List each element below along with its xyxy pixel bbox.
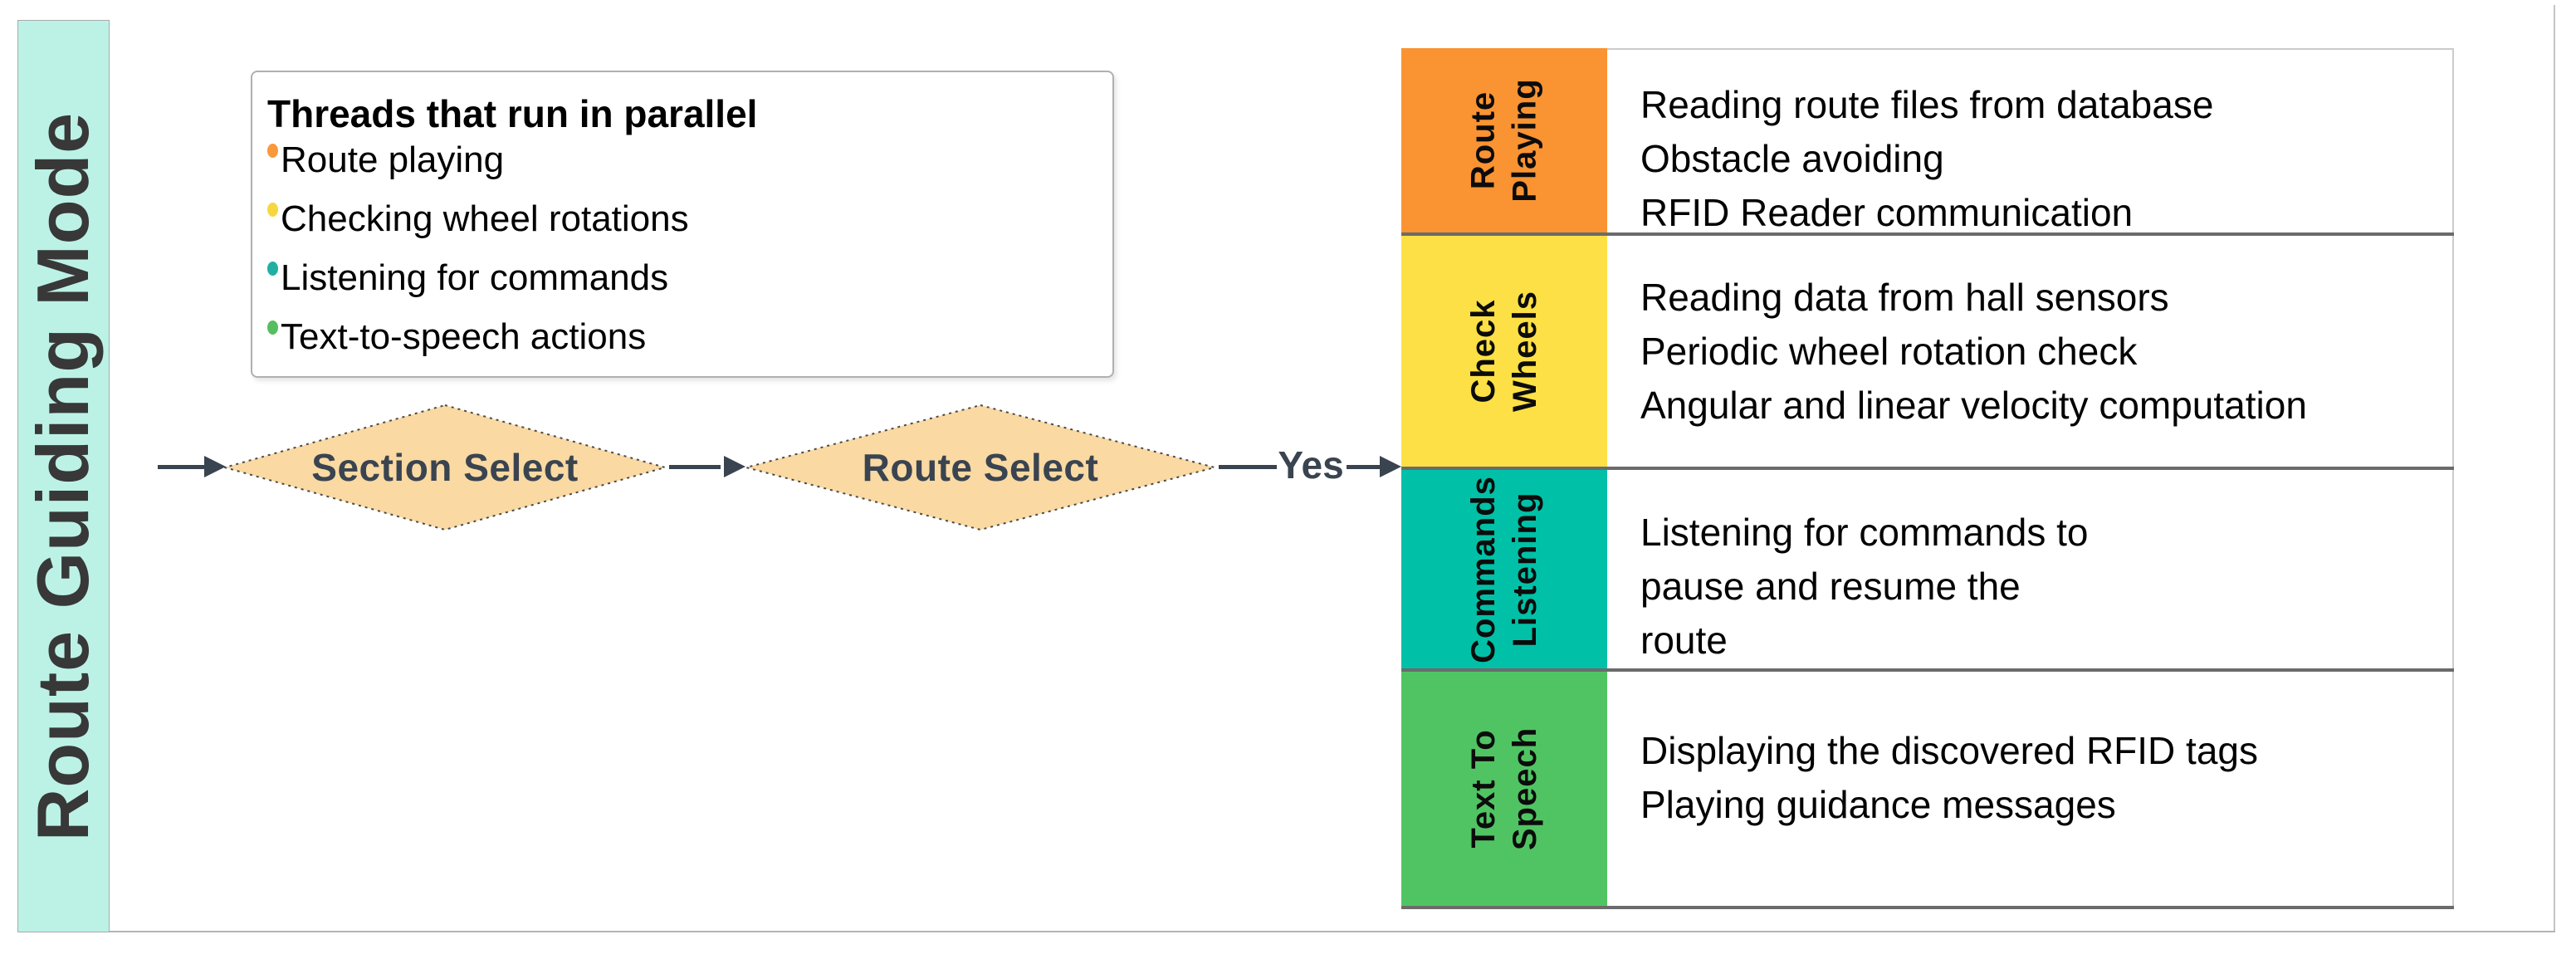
legend-item-label: Route playing xyxy=(281,139,505,180)
thread-header-label: Route xyxy=(1464,91,1502,190)
legend-title: Threads that run in parallel xyxy=(267,92,758,135)
thread-desc-commands-listening: Listening for commands to pause and resu… xyxy=(1607,470,2454,668)
row-separator xyxy=(1401,232,2454,236)
table-top-border xyxy=(1607,48,2454,50)
legend-item-label: Listening for commands xyxy=(281,257,669,298)
desc-line: route xyxy=(1640,619,1728,662)
row-separator xyxy=(1401,668,2454,672)
desc-line: Displaying the discovered RFID tags xyxy=(1640,729,2258,772)
legend-item: Checking wheel rotations xyxy=(267,194,1096,253)
legend-item: Listening for commands xyxy=(267,253,1096,312)
teal-bullet-icon xyxy=(267,262,278,276)
thread-header-label: Check xyxy=(1464,299,1502,404)
arrow-head-icon xyxy=(724,456,745,477)
flow-arrow-line xyxy=(1347,465,1383,469)
mode-title-bar: Route Guiding Mode xyxy=(17,20,110,932)
green-bullet-icon xyxy=(267,320,278,335)
frame-right-border xyxy=(2554,5,2555,932)
desc-line: Playing guidance messages xyxy=(1640,783,2116,826)
thread-header-label: Text To xyxy=(1464,729,1502,849)
desc-line: Reading route files from database xyxy=(1640,82,2214,126)
legend-item-label: Text-to-speech actions xyxy=(281,316,647,357)
thread-header-text-to-speech: Text To Speech xyxy=(1401,672,1607,906)
legend-item: Text-to-speech actions xyxy=(267,312,1096,371)
desc-line: RFID Reader communication xyxy=(1640,190,2134,234)
edge-label-yes: Yes xyxy=(1278,443,1344,487)
decision-node-route-select: Route Select xyxy=(745,404,1215,531)
decision-node-label: Route Select xyxy=(862,446,1099,489)
desc-line: Periodic wheel rotation check xyxy=(1640,329,2138,373)
arrow-head-icon xyxy=(204,456,226,477)
desc-line: Reading data from hall sensors xyxy=(1640,275,2169,319)
orange-bullet-icon xyxy=(267,144,278,158)
thread-desc-route-playing: Reading route files from database Obstac… xyxy=(1607,48,2454,234)
legend-item-label: Checking wheel rotations xyxy=(281,198,689,239)
arrow-head-icon xyxy=(1380,456,1401,477)
desc-line: pause and resume the xyxy=(1640,565,2021,608)
page-title: Route Guiding Mode xyxy=(22,111,105,841)
row-separator xyxy=(1401,467,2454,470)
thread-header-commands-listening: Commands Listening xyxy=(1401,470,1607,668)
thread-header-route-playing: Route Playing xyxy=(1401,48,1607,232)
flow-arrow-line xyxy=(669,465,721,469)
thread-header-label: Commands xyxy=(1465,475,1502,663)
legend-item: Route playing xyxy=(267,135,1096,194)
decision-node-section-select: Section Select xyxy=(224,404,666,531)
desc-line: Angular and linear velocity computation xyxy=(1640,383,2307,427)
flow-arrow-line xyxy=(1219,465,1277,469)
diamond-shape xyxy=(745,404,1215,531)
thread-header-check-wheels: Check Wheels xyxy=(1401,236,1607,467)
desc-line: Obstacle avoiding xyxy=(1640,136,1944,180)
desc-line: Listening for commands to xyxy=(1640,511,2089,554)
thread-header-label: Speech xyxy=(1506,727,1543,851)
thread-header-label: Wheels xyxy=(1506,290,1543,413)
flow-arrow-line xyxy=(158,465,209,469)
thread-desc-check-wheels: Reading data from hall sensors Periodic … xyxy=(1607,236,2454,467)
yellow-bullet-icon xyxy=(267,203,278,217)
thread-header-label: Playing xyxy=(1506,78,1543,203)
decision-node-label: Section Select xyxy=(311,446,579,489)
table-right-border xyxy=(2452,48,2454,908)
frame-bottom-border xyxy=(17,931,2555,932)
legend-box: Threads that run in parallel Route playi… xyxy=(251,71,1114,378)
thread-desc-text-to-speech: Displaying the discovered RFID tags Play… xyxy=(1607,672,2454,906)
thread-header-label: Listening xyxy=(1507,492,1543,647)
diamond-shape xyxy=(224,404,666,531)
table-bottom-border xyxy=(1401,906,2454,909)
